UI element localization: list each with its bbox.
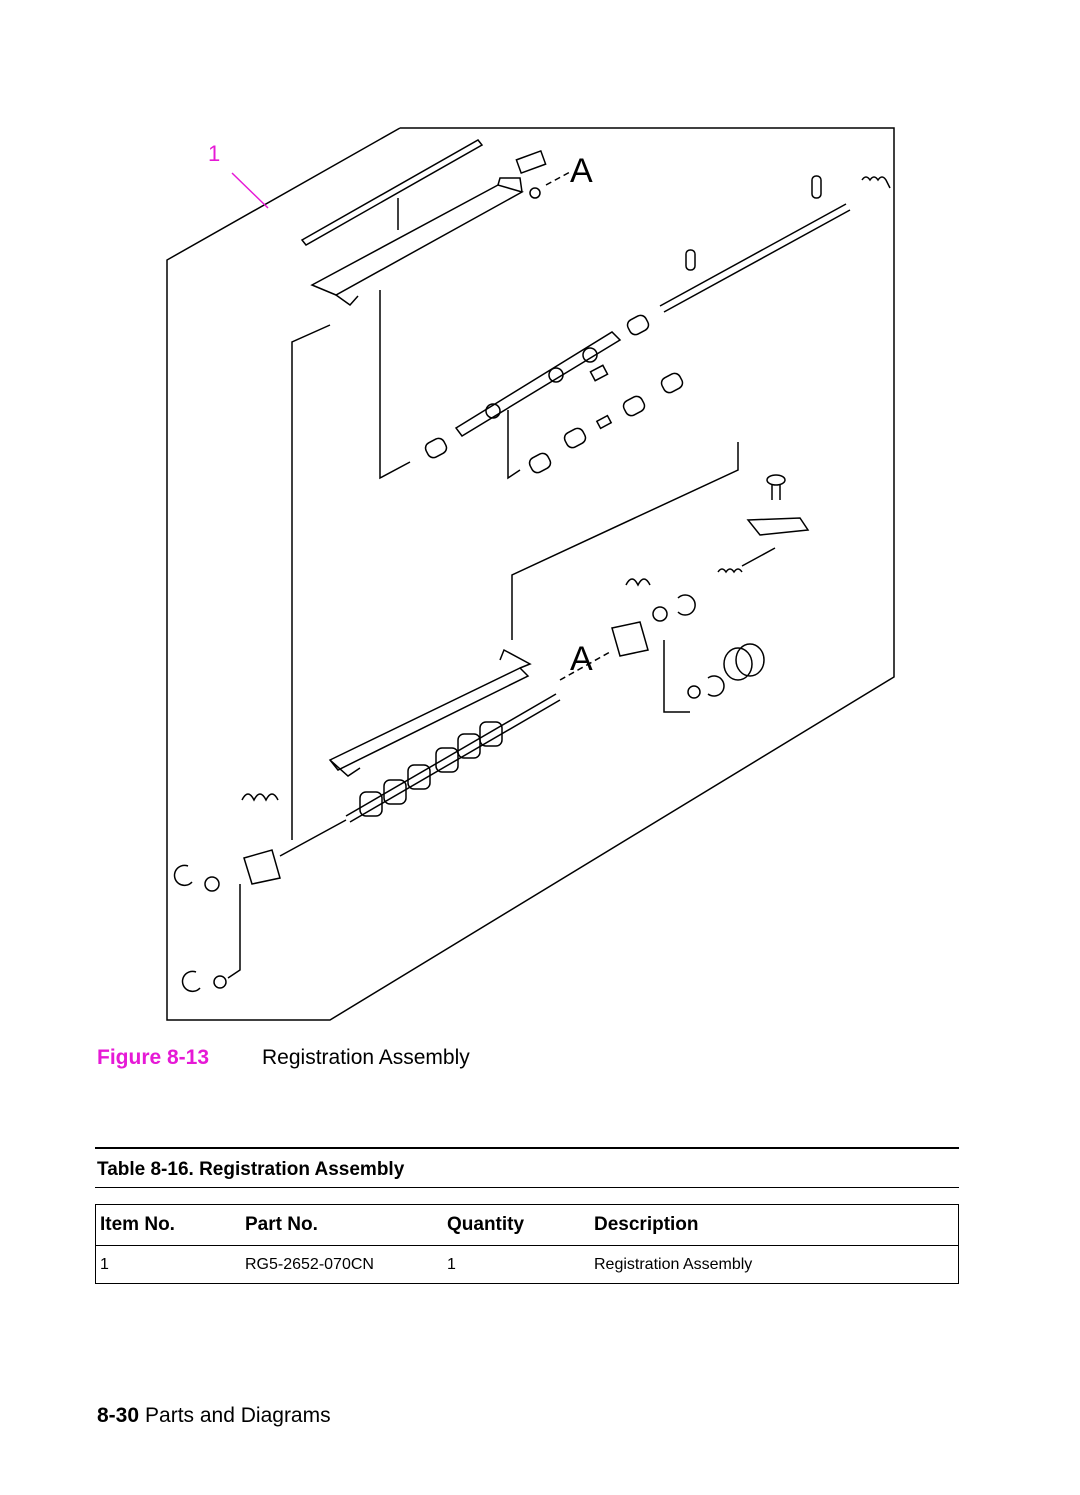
callout-leader: [231, 172, 269, 209]
gear: [723, 643, 765, 681]
lower-guide-plate: [328, 648, 532, 777]
table-title-block: Table 8-16. Registration Assembly: [95, 1147, 959, 1188]
detail-marker-top: A: [570, 152, 593, 190]
section-title: Parts and Diagrams: [145, 1404, 331, 1427]
right-bracket: [746, 517, 810, 536]
cell-item-no: 1: [100, 1255, 109, 1273]
bearing-right: [652, 606, 668, 622]
figure-label: Figure 8-13: [97, 1046, 210, 1069]
roller-group: [424, 314, 684, 474]
top-strip: [300, 139, 484, 246]
table-row: 1 RG5-2652-070CN 1 Registration Assembly: [95, 1245, 959, 1284]
parts-table: Item No. Part No. Quantity Description 1…: [95, 1204, 959, 1284]
lower-shaft: [345, 693, 561, 823]
holder-right: [611, 621, 649, 657]
figure-caption: Figure 8-13 Registration Assembly: [97, 1046, 470, 1070]
detail-marker-bottom: A: [570, 640, 593, 678]
holder-left: [243, 849, 281, 885]
upper-shaft: [659, 203, 847, 307]
column-header-quantity: Quantity: [447, 1214, 525, 1235]
registration-assembly-diagram: A A: [166, 127, 895, 1021]
spring-lower-left: [241, 793, 279, 802]
table-header-row: Item No. Part No. Quantity Description: [95, 1204, 959, 1246]
right-screw: [766, 474, 786, 500]
pin-mid: [685, 249, 696, 271]
spring-mid: [717, 568, 743, 574]
pin-top: [811, 175, 822, 199]
spring-lower-right: [625, 578, 651, 587]
top-bushing: [529, 187, 541, 199]
cell-description: Registration Assembly: [594, 1255, 753, 1273]
spring-top: [861, 176, 891, 189]
cell-quantity: 1: [447, 1255, 456, 1273]
diagram-frame: [166, 127, 895, 1021]
column-header-description: Description: [594, 1214, 699, 1235]
middle-bracket: [454, 331, 622, 437]
page-number: 8-30: [97, 1404, 140, 1427]
top-bracket: [310, 177, 524, 307]
figure-title: Registration Assembly: [262, 1046, 470, 1069]
cell-part-no: RG5-2652-070CN: [245, 1255, 374, 1273]
column-header-item-no: Item No.: [100, 1214, 175, 1235]
top-clip: [515, 150, 547, 174]
table-title: Table 8-16. Registration Assembly: [97, 1159, 405, 1180]
callout-number: 1: [208, 141, 221, 166]
column-header-part-no: Part No.: [245, 1214, 318, 1235]
